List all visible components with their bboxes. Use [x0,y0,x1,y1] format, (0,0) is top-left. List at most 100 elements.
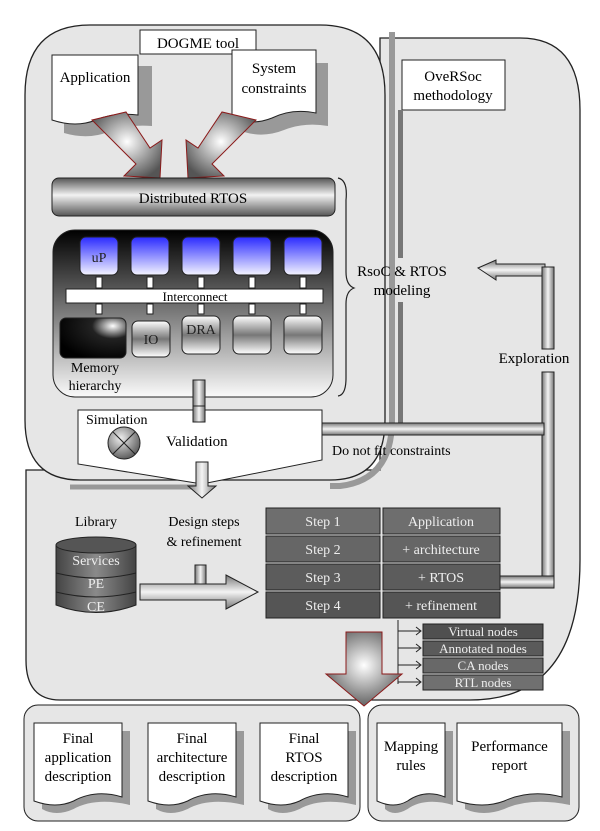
validation-block [77,409,323,485]
memory-label-1: Memory [71,361,119,376]
processor-2 [130,236,170,276]
output-arrow [324,631,404,707]
output-doc-left-1 [33,722,123,806]
output-documents: FinalapplicationdescriptionFinalarchitec… [33,722,570,813]
application-arrow [91,111,163,179]
step-desc-cell [382,535,501,563]
exploration-arrow [476,259,555,589]
processor-link [146,276,154,289]
step-label: Step 3 [305,571,340,586]
step-cell [265,591,381,619]
node-label: Annotated nodes [439,641,527,656]
node-label: Virtual nodes [448,624,518,639]
resource-3 [181,315,221,355]
resource-5 [283,315,323,355]
output-doc-left-1-label: description [45,769,112,785]
modeling-brace [337,177,356,397]
memory-label-2: hierarchy [69,379,122,394]
output-doc-left-3-label: RTOS [285,750,322,766]
resource-link [299,303,307,315]
node-item [422,640,544,657]
step-desc-cell [382,507,501,535]
library-layer-pe: PE [88,577,104,592]
oversoc-title-1: OveRSoc [424,69,482,85]
simulation-label: Simulation [86,413,147,428]
modeling-label-1: RsoC & RTOS [357,264,447,280]
resource-label: IO [144,333,159,348]
arrowhead-icon [415,643,422,653]
output-doc-left-1-label: application [45,750,112,766]
simulation-icon [107,426,141,460]
output-doc-left-3 [259,722,349,806]
processors: uP [79,236,323,315]
application-label: Application [60,70,131,86]
resource-link [95,303,103,315]
dogme-title: DOGME tool [157,36,239,52]
validation-label: Validation [166,434,228,450]
output-doc-left-2-label: description [159,769,226,785]
processor-link [197,276,205,289]
resource-2 [131,320,171,358]
distributed-rtos-bar [51,177,336,217]
exploration-label: Exploration [499,351,570,367]
resource-link [146,303,154,315]
step-desc: + architecture [402,543,479,558]
oversoc-title-2: methodology [413,88,493,104]
output-doc-right-2-label: report [492,758,529,774]
output-doc-left-3-label: description [271,769,338,785]
resource-link [197,303,205,315]
design-steps-label-1: Design steps [168,515,239,530]
system-constraints-document: System constraints [231,49,328,135]
arrowhead-icon [415,626,422,636]
step-cell [265,535,381,563]
oversoc-divider-bottom [398,302,403,424]
interconnect-label: Interconnect [163,289,228,304]
library-title: Library [75,515,117,530]
system-constraints-label-2: constraints [242,81,307,97]
interconnect-bar [65,288,324,304]
do-not-fit-pipe [321,422,545,436]
processor-4 [232,236,272,276]
output-doc-right-1-label: rules [396,758,425,774]
node-item [422,674,544,691]
step-label: Step 1 [305,515,340,530]
node-item [422,623,544,640]
design-steps-label-2: & refinement [166,535,241,550]
processor-1 [79,236,119,276]
step-label: Step 2 [305,543,340,558]
processor-5 [283,236,323,276]
step-cell [265,507,381,535]
output-doc-left-2-label: Final [177,731,208,747]
step-desc: + RTOS [418,571,464,586]
modeling-label-2: modeling [374,283,431,299]
output-doc-left-1-label: Final [63,731,94,747]
memory-block [59,317,127,359]
output-doc-right-2-label: Performance [471,739,548,755]
application-document: Application [51,54,152,137]
processor-link [95,276,103,289]
step-desc-cell [382,591,501,619]
node-item [422,657,544,674]
step-desc: Application [408,515,474,530]
step-cell [265,563,381,591]
constraints-arrow [185,111,257,179]
node-label: CA nodes [458,658,509,673]
resources: IO DRA [59,315,323,359]
node-label: RTL nodes [455,675,512,690]
processor-link [248,276,256,289]
processor-3 [181,236,221,276]
output-doc-left-3-label: Final [289,731,320,747]
resource-label: DRA [186,323,216,338]
oversoc-title-box [401,59,506,111]
output-doc-right-1 [376,722,446,806]
validation-down-arrow [186,461,218,499]
step-desc: + refinement [405,599,477,614]
library-layer-ce: CE [87,600,105,615]
resource-link [248,303,256,315]
step-desc-cell [382,563,501,591]
oversoc-divider-top [398,110,403,258]
library-layer-services: Services [72,554,119,569]
output-doc-left-2 [147,722,237,806]
